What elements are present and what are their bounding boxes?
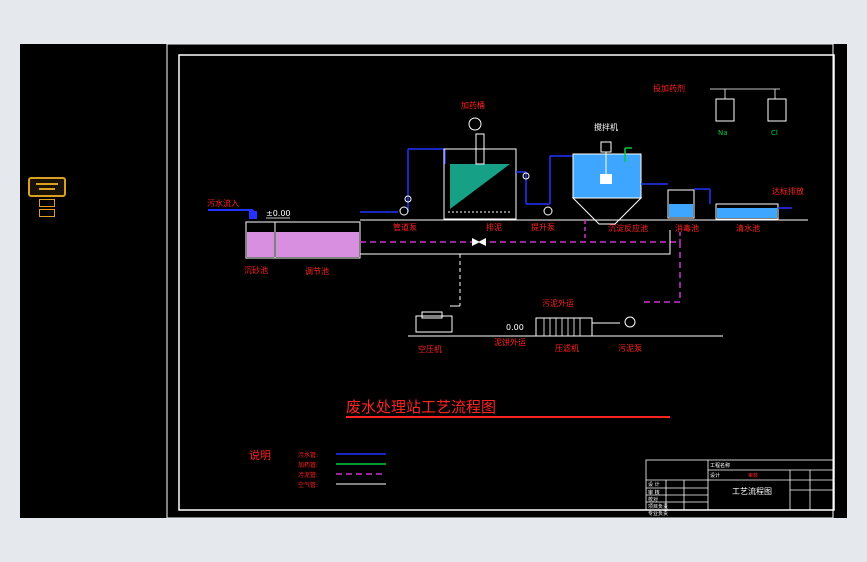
dosing-top-label: 加药桶 xyxy=(461,100,485,110)
valve-icon xyxy=(478,238,486,246)
thumbnail-line xyxy=(39,188,55,190)
thumbnail-line xyxy=(36,183,58,185)
disinfect-tank-fill xyxy=(669,204,693,217)
air-compressor-icon xyxy=(415,315,453,333)
lift-pump-icon xyxy=(399,206,409,216)
titleblock-project-label: 工程名称 xyxy=(710,462,730,469)
settling-hopper xyxy=(571,197,643,225)
filter-press-plates xyxy=(543,318,581,336)
titleblock-row: 项目负责 xyxy=(648,503,668,510)
chemical-tank-a-icon xyxy=(715,98,735,122)
air-compressor-icon xyxy=(421,311,443,319)
sludge-pump-icon xyxy=(624,316,636,328)
reactor-tank-wall xyxy=(443,148,517,220)
layer-icon[interactable] xyxy=(39,209,55,217)
sludge-outside-label: 污泥外运 xyxy=(542,298,574,308)
pump-fitting-icon xyxy=(404,195,412,203)
valve-icon xyxy=(472,238,480,246)
left-panel xyxy=(20,44,167,518)
sterilizer-label: 消毒池 xyxy=(675,223,699,233)
drawing-frame xyxy=(178,54,835,511)
stir-machine-label: 搅拌机 xyxy=(594,122,618,132)
dosing-column xyxy=(475,133,485,165)
sludge-outfall-label: 泥饼外运 xyxy=(494,337,526,347)
titleblock-design-label: 设计 xyxy=(710,472,720,479)
transfer-pump-label: 提升泵 xyxy=(531,222,555,232)
equal-tank-water xyxy=(276,232,359,257)
air-compressor-label: 空压机 xyxy=(418,344,442,354)
titleblock-row: 校对 xyxy=(648,496,658,503)
grit-tank-water xyxy=(247,232,274,257)
grit-tank-label: 沉砂池 xyxy=(244,265,268,275)
process-flow-diagram: 污水流入 ±0.00 沉砂池 调节池 管道泵 加药桶 提升泵 排泥 xyxy=(166,44,835,518)
legend-heading: 说明 xyxy=(249,448,271,462)
inflow-valve xyxy=(249,211,257,219)
clear-tank-fill xyxy=(717,208,777,218)
dosing-tank-icon xyxy=(468,117,482,131)
sludge-pipe xyxy=(360,241,681,303)
sludge-reference-label: 0.00 xyxy=(506,323,524,332)
titleblock-row: 设 计 xyxy=(648,481,660,488)
legend-item-label: 污水管: xyxy=(298,451,318,459)
settling-stirrer xyxy=(600,174,612,184)
legend-item-label: 空气管: xyxy=(298,481,318,489)
transfer-pump-icon xyxy=(543,206,553,216)
aux-tank-label: 沉淀反应池 xyxy=(608,223,648,233)
inflow-label: 污水流入 xyxy=(207,198,239,208)
titleblock-drawing-name: 工艺流程图 xyxy=(732,486,772,496)
lift-pump-label: 管道泵 xyxy=(393,222,417,232)
chemical-b-label: Cl xyxy=(771,129,778,137)
titleblock-check-label: 审核 xyxy=(748,472,758,479)
titleblock-row: 审 核 xyxy=(648,489,660,496)
thumbnail-icon[interactable] xyxy=(28,177,66,197)
reactor-tank-fill xyxy=(450,164,510,209)
filter-press-icon xyxy=(535,317,593,337)
outlet-fitting-icon xyxy=(522,172,530,180)
drawing-title: 废水处理站工艺流程图 xyxy=(346,398,496,416)
overflow-label: 达标排放 xyxy=(772,186,804,196)
equal-tank-label: 调节池 xyxy=(305,266,329,276)
equalization-tank-wall xyxy=(245,221,361,259)
clear-tank-wall xyxy=(715,203,779,220)
sludge-pump-label: 污泥泵 xyxy=(618,343,642,353)
sludge-mark-label: 排泥 xyxy=(486,222,502,232)
disinfect-tank-wall xyxy=(667,189,695,219)
clear-tank-label: 清水池 xyxy=(736,223,760,233)
chemical-tank-b-icon xyxy=(767,98,787,122)
legend-item-label: 污泥管: xyxy=(298,471,318,479)
chemical-a-label: Na xyxy=(718,129,728,137)
press-machine-label: 压滤机 xyxy=(555,343,579,353)
layer-icon[interactable] xyxy=(39,199,55,207)
air-pipe xyxy=(360,230,671,255)
sheet-border xyxy=(166,44,834,518)
legend-item-label: 加药管: xyxy=(298,461,318,469)
level-mark: ±0.00 xyxy=(266,209,291,218)
dosing-group-label: 投加药剂 xyxy=(653,83,685,93)
titleblock-row: 专业负责 xyxy=(648,510,668,517)
cad-canvas[interactable]: 污水流入 ±0.00 沉砂池 调节池 管道泵 加药桶 提升泵 排泥 xyxy=(20,44,847,518)
title-block xyxy=(645,459,835,511)
